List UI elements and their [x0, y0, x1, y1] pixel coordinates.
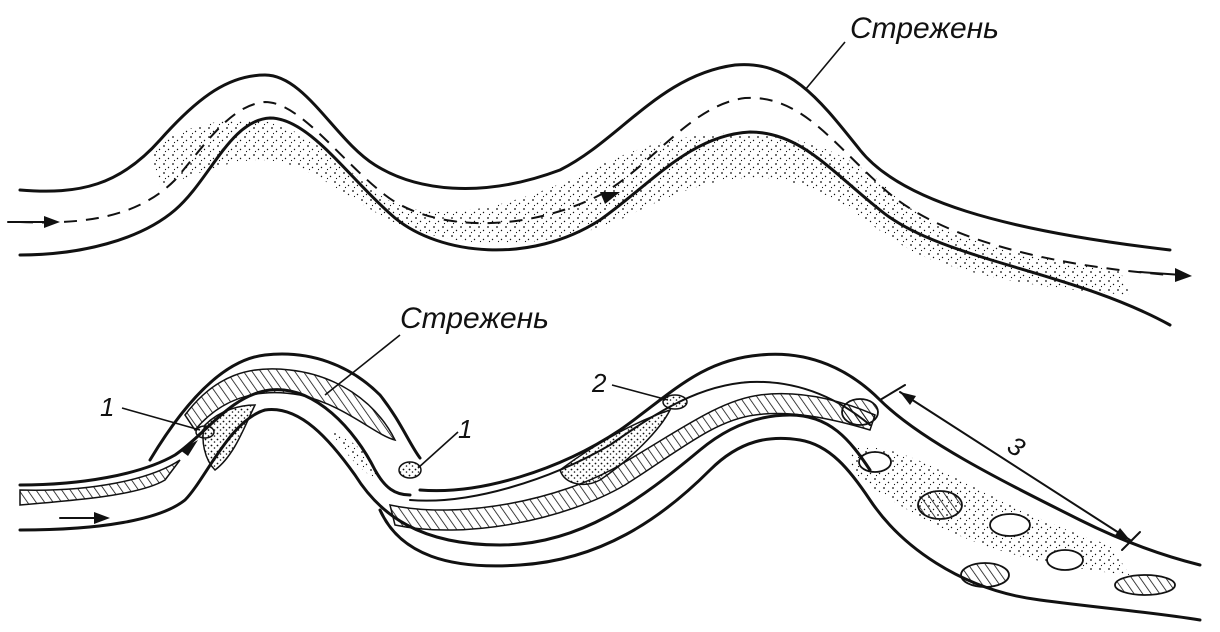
- bottom-bar-2: [663, 395, 687, 409]
- top-strezhen-leader: [805, 42, 845, 90]
- top-sediment-area: [150, 120, 1130, 295]
- bottom-braided-zone: [850, 447, 1130, 575]
- top-strezhen-label: Стрежень: [850, 12, 999, 45]
- bottom-hatched-bar-2: [20, 460, 180, 505]
- bottom-island-7: [1115, 575, 1175, 595]
- bottom-flow-arrow-left: [60, 512, 110, 524]
- bottom-marker-2-leader: [612, 385, 668, 400]
- bottom-marker-1b-label: 1: [458, 414, 472, 444]
- bottom-river: Стрежень 1 1 2 3: [20, 302, 1200, 620]
- bottom-marker-1a-label: 1: [100, 392, 114, 422]
- bottom-marker-3-label: 3: [1002, 430, 1031, 463]
- bottom-bank-outer-lower: [380, 438, 1200, 620]
- bottom-marker-1b-leader: [418, 432, 458, 468]
- top-flow-arrow-right: [1140, 268, 1192, 282]
- bottom-island-4: [961, 563, 1009, 587]
- bottom-strezhen-label: Стрежень: [400, 302, 549, 335]
- bottom-marker-2-label: 2: [591, 368, 607, 398]
- bottom-bar-1b: [399, 462, 421, 478]
- bottom-island-6: [842, 399, 878, 425]
- bottom-island-2: [918, 491, 962, 519]
- top-flow-arrow-left: [8, 216, 60, 228]
- bottom-island-3: [990, 514, 1030, 536]
- bottom-island-5: [1047, 550, 1083, 570]
- bottom-bank-top-right: [420, 354, 1200, 565]
- top-river: Стрежень: [8, 12, 1192, 325]
